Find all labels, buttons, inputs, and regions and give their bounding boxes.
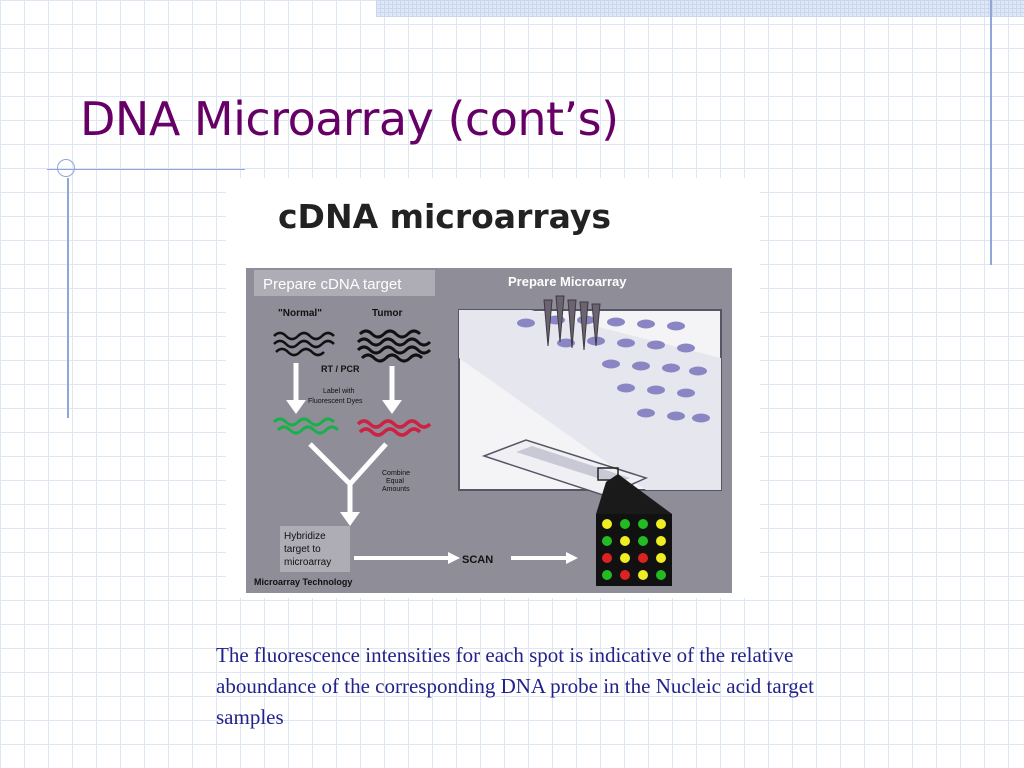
normal-label: "Normal" xyxy=(278,308,322,319)
combine-text-1: Combine xyxy=(382,470,410,477)
microarray-spot xyxy=(638,553,648,563)
microarray-spot xyxy=(656,536,666,546)
label-with-text: Label with xyxy=(323,388,355,395)
green-labeled-strands xyxy=(272,417,340,435)
corner-circle-ornament xyxy=(57,159,75,177)
hybridize-text-3: microarray xyxy=(284,557,331,568)
microarray-spot xyxy=(602,553,612,563)
microarray-spot xyxy=(620,519,630,529)
combine-text-3: Amounts xyxy=(382,486,410,493)
figure-heading: cDNA microarrays xyxy=(278,197,611,236)
right-panel-label: Prepare Microarray xyxy=(508,274,627,289)
combine-arrows xyxy=(308,442,388,516)
spot-grid xyxy=(602,519,666,580)
rt-pcr-label: RT / PCR xyxy=(321,364,360,374)
right-decor-line xyxy=(990,0,992,265)
microarray-spot xyxy=(638,536,648,546)
hybridize-box xyxy=(280,526,350,572)
left-panel-label: Prepare cDNA target xyxy=(263,276,402,293)
tumor-label: Tumor xyxy=(372,308,402,319)
slide-title: DNA Microarray (cont’s) xyxy=(80,92,619,146)
slide-caption: The fluorescence intensities for each sp… xyxy=(216,643,814,729)
microarray-spot xyxy=(656,519,666,529)
zoom-beam xyxy=(596,474,672,514)
microarray-spot xyxy=(638,519,648,529)
microarray-spot xyxy=(620,553,630,563)
figure-svg: cDNA microarrays Prepare cDNA target Pre… xyxy=(246,197,732,593)
microarray-spot xyxy=(638,570,648,580)
spotting-pins xyxy=(543,295,601,351)
scan-label: SCAN xyxy=(462,554,493,566)
microarray-spot xyxy=(602,519,612,529)
fluorescent-dyes-text: Fluorescent Dyes xyxy=(308,398,363,405)
hybridize-text-1: Hybridize xyxy=(284,531,326,542)
left-label-box xyxy=(254,270,435,296)
well-plate xyxy=(459,310,721,490)
microarray-spot xyxy=(602,570,612,580)
microarray-spot xyxy=(620,570,630,580)
slide-spot-area xyxy=(516,446,630,484)
microarray-spot xyxy=(620,536,630,546)
microarray-spot xyxy=(602,536,612,546)
tumor-dna-strands xyxy=(356,329,432,363)
microarray-spot xyxy=(656,553,666,563)
hybridize-text-2: target to xyxy=(284,544,321,555)
footer-label: Microarray Technology xyxy=(254,577,352,587)
normal-dna-strands xyxy=(273,331,335,357)
cdna-microarray-figure: cDNA microarrays Prepare cDNA target Pre… xyxy=(226,178,760,598)
top-decor-band xyxy=(376,0,1024,17)
title-underline xyxy=(47,169,245,170)
combine-text-2: Equal xyxy=(386,478,404,485)
labeling-arrows xyxy=(293,363,395,403)
microarray-spot xyxy=(656,570,666,580)
left-decor-line xyxy=(67,178,69,418)
red-labeled-strands xyxy=(356,419,432,437)
